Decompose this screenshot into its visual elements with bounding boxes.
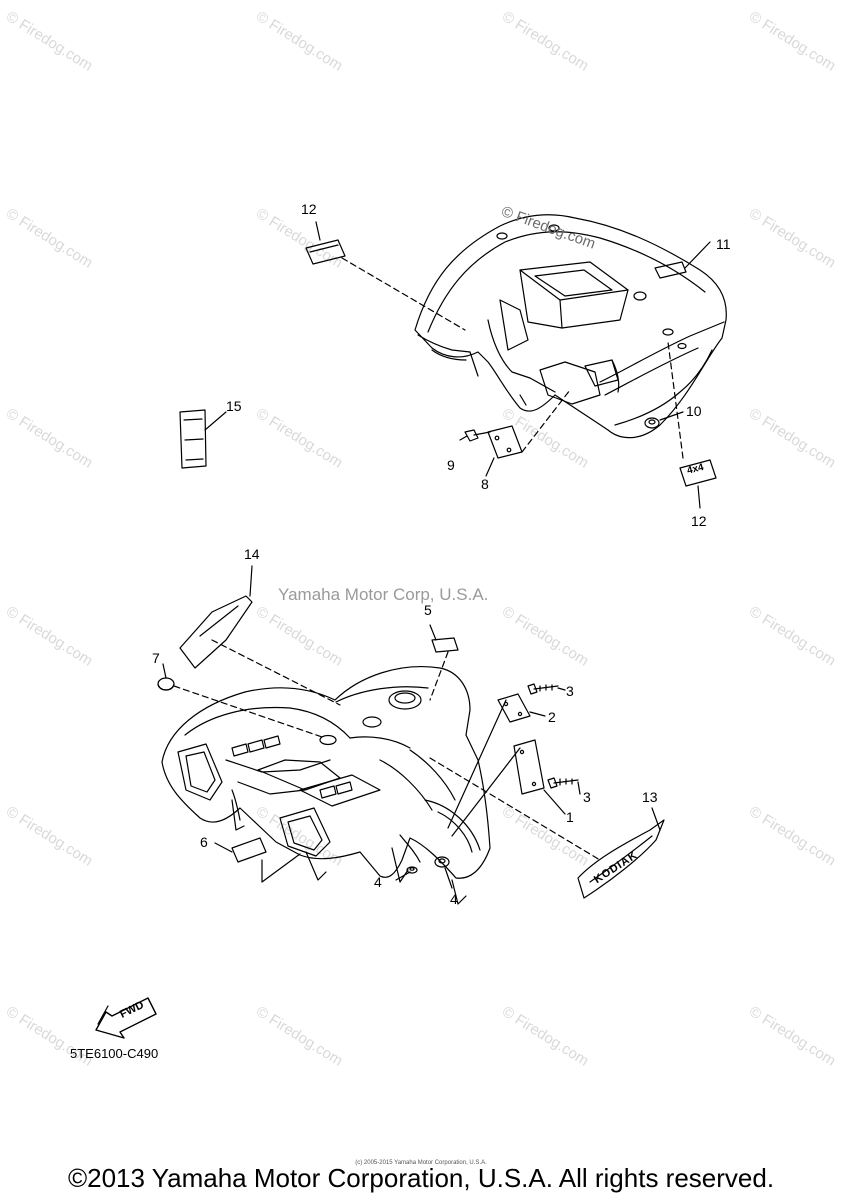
grommet-4-right — [434, 856, 450, 868]
callout-6: 6 — [200, 834, 208, 850]
decal-12-upper — [305, 239, 346, 265]
copyright-notice: ©2013 Yamaha Motor Corporation, U.S.A. A… — [67, 1163, 775, 1193]
callout-12-upper: 12 — [301, 201, 317, 217]
decal-12-lower — [679, 459, 717, 487]
callout-5: 5 — [424, 602, 432, 618]
decal-15 — [179, 409, 207, 469]
leader-lines-bottom-solid — [162, 565, 661, 889]
callout-15: 15 — [226, 398, 242, 414]
decal-14 — [179, 595, 253, 669]
grommet-7 — [157, 677, 175, 691]
callout-4-left: 4 — [374, 874, 382, 890]
callout-13: 13 — [642, 789, 658, 805]
callout-1: 1 — [566, 809, 574, 825]
callout-10: 10 — [686, 403, 702, 419]
bolt-3-lower — [547, 777, 579, 789]
callout-9: 9 — [447, 457, 455, 473]
callout-7: 7 — [152, 650, 160, 666]
screw-9 — [464, 429, 491, 442]
callout-12-lower: 12 — [691, 513, 707, 529]
grommet-4-left — [406, 866, 418, 874]
bolt-3-upper — [527, 683, 559, 695]
callout-2: 2 — [548, 709, 556, 725]
callout-14: 14 — [244, 546, 260, 562]
front-fender — [161, 666, 491, 905]
leader-lines-bottom — [173, 639, 601, 861]
small-print: (c) 2005-2015 Yamaha Motor Corporation, … — [355, 1160, 487, 1166]
decal-5 — [431, 637, 459, 653]
diagram-code: 5TE6100-C490 — [70, 1046, 159, 1061]
callout-11: 11 — [716, 236, 731, 252]
center-watermark: Yamaha Motor Corp, U.S.A. — [278, 585, 489, 604]
rear-fender — [414, 214, 727, 439]
callout-3-upper: 3 — [566, 683, 574, 699]
fwd-arrow-icon — [95, 997, 157, 1039]
decal-11 — [654, 261, 687, 279]
decal-6 — [231, 837, 267, 863]
plate-1 — [513, 739, 545, 795]
leader-lines-top-solid — [204, 221, 711, 509]
bracket-8 — [487, 425, 523, 459]
callout-8: 8 — [481, 476, 489, 492]
leader-lines-top — [341, 257, 684, 459]
callout-4-right: 4 — [450, 891, 458, 907]
callout-3-lower: 3 — [583, 789, 591, 805]
plate-2 — [497, 693, 531, 723]
rivet-10 — [644, 417, 660, 429]
